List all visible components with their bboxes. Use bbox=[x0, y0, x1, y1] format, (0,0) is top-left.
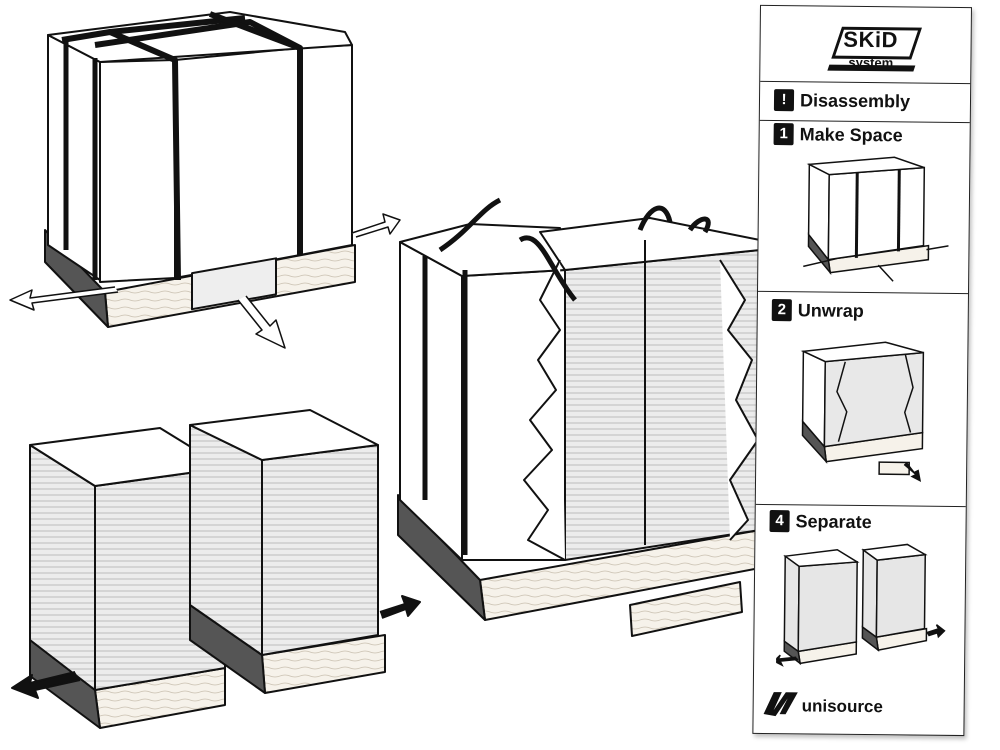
step-badge-exclamation: ! bbox=[773, 89, 795, 112]
arrow-right bbox=[351, 213, 401, 238]
step-2-thumbnail bbox=[800, 341, 925, 482]
step-label: Make Space bbox=[799, 123, 903, 145]
brand-name: unisource bbox=[801, 696, 884, 717]
arrow-left bbox=[9, 286, 119, 311]
box-front-face-2 bbox=[174, 47, 301, 279]
cut-strap-3 bbox=[637, 205, 711, 234]
logo-word-skid: SKiD bbox=[843, 26, 899, 53]
step-label: Separate bbox=[795, 510, 872, 532]
torn-wrap-right bbox=[719, 259, 759, 541]
disassembly-illustration bbox=[9, 11, 760, 729]
connector-plate bbox=[191, 257, 277, 311]
strap-2 bbox=[94, 19, 303, 255]
panel-divider bbox=[760, 80, 971, 85]
torn-wrap-left bbox=[523, 259, 566, 561]
arrow-separate-right bbox=[379, 595, 421, 619]
cut-strap-1 bbox=[422, 197, 502, 500]
step-badge-4: 4 bbox=[769, 510, 790, 533]
panel-divider bbox=[755, 503, 966, 508]
step-label: Disassembly bbox=[799, 89, 911, 111]
step-1-thumbnail bbox=[803, 156, 949, 282]
panel-divider bbox=[758, 290, 968, 295]
step-4-separate: 4 Separate bbox=[769, 509, 872, 534]
box-left-face bbox=[47, 34, 101, 281]
step-label: Unwrap bbox=[797, 299, 864, 321]
removed-connector bbox=[629, 581, 743, 637]
strap-4 bbox=[63, 40, 98, 280]
step-1-make-space: 1 Make Space bbox=[773, 122, 903, 147]
step-2-unwrap: 2 Unwrap bbox=[771, 298, 864, 323]
step-4-thumbnail bbox=[776, 543, 946, 667]
unwrap-skid bbox=[397, 197, 760, 637]
box-front-face-1 bbox=[99, 59, 176, 283]
strapped-skid bbox=[9, 11, 401, 349]
box-front-face-3 bbox=[299, 44, 353, 256]
separated-skids bbox=[11, 409, 421, 729]
skid-b-top bbox=[189, 409, 379, 461]
skid-b-front bbox=[261, 444, 379, 656]
unisource-logo-icon bbox=[763, 692, 798, 717]
skid-system-logo: SKiD system bbox=[822, 25, 922, 72]
step-disassembly: ! Disassembly bbox=[773, 88, 911, 113]
step-badge-2: 2 bbox=[771, 299, 792, 322]
strap-3 bbox=[208, 11, 302, 51]
instruction-panel: SKiD system ! Disassembly 1 Make Space 2… bbox=[752, 4, 972, 737]
box-top bbox=[47, 11, 353, 63]
step-badge-1: 1 bbox=[773, 123, 794, 146]
arrow-separate-left bbox=[11, 671, 81, 699]
cut-strap-2 bbox=[462, 235, 577, 555]
arrow-down bbox=[237, 295, 286, 349]
logo-base bbox=[827, 64, 916, 72]
